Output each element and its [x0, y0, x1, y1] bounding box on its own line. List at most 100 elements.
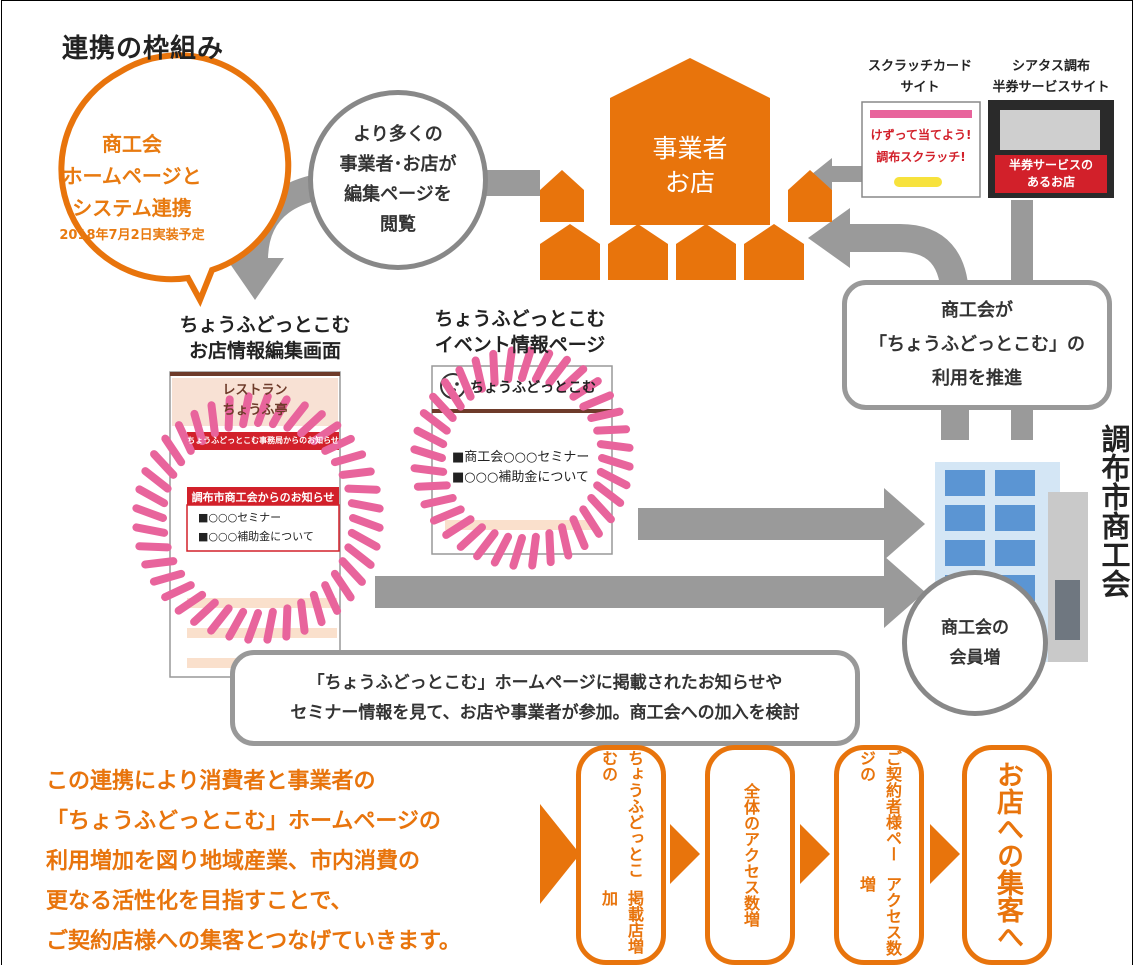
highlight-ring-dash	[579, 505, 603, 538]
edit-page-title2: お店情報編集画面	[188, 340, 341, 362]
highlight-ring-dash	[531, 349, 554, 384]
view-circle-line2: 事業者･お店が	[339, 154, 457, 175]
summary-line4: 更なる活性化を目指すことで、	[46, 889, 353, 914]
highlight-ring-dash	[593, 425, 631, 435]
edit-page-items: ■○○○セミナー ■○○○補助金について	[198, 508, 314, 546]
event-page-title2: イベント情報ページ	[434, 334, 606, 356]
flow-step-2: 全体のアクセス数増	[705, 745, 795, 965]
business-house-line1: 事業者	[652, 134, 728, 163]
highlight-ring-dash	[490, 532, 513, 567]
scratch-site-label1: スクラッチカード	[867, 59, 972, 74]
highlight-ring-dash	[518, 346, 535, 382]
highlight-ring-dash	[419, 409, 451, 435]
flow-step-4: お店への集客へ	[962, 745, 1052, 965]
flow-step-1-col2: 掲載店増加	[599, 890, 644, 954]
notice-bar: ちょうふどっとこむ事務局からのお知らせ	[187, 436, 339, 445]
half-price-label1: シアタス調布	[1011, 59, 1090, 74]
highlight-ring-dash	[135, 542, 172, 552]
view-circle: より多くの 事業者･お店が 編集ページを 閲覧	[308, 90, 488, 270]
highlight-ring-dash	[587, 407, 624, 422]
highlight-ring-dash	[297, 410, 326, 438]
event-page-item1: ■商工会○○○セミナー	[452, 450, 590, 465]
highlight-ring-dash	[190, 409, 207, 446]
summary-text: この連携により消費者と事業者の 「ちょうふどっとこむ」ホームページの 利用増加を…	[46, 762, 461, 962]
flow-step-1-col1: ちょうふどっとこむの	[599, 750, 644, 878]
highlight-ring-dash	[456, 523, 486, 551]
highlight-ring-dash	[347, 499, 384, 513]
info-box-line1: 「ちょうふどっとこむ」ホームページに掲載されたお知らせや	[307, 673, 783, 693]
scratch-site-label2: サイト	[900, 80, 940, 95]
info-box: 「ちょうふどっとこむ」ホームページに掲載されたお知らせや セミナー情報を見て、お…	[230, 650, 860, 746]
highlight-ring-edit	[132, 392, 384, 644]
edit-page-title1: ちょうふどっとこむ	[179, 314, 351, 336]
flow-step-4-label: お店への集客へ	[992, 760, 1023, 950]
view-circle-line1: より多くの	[353, 124, 443, 145]
highlight-ring-dash	[174, 590, 207, 615]
scratch-card-image	[861, 101, 981, 198]
highlight-ring-dash	[344, 484, 381, 494]
highlight-ring-dash	[579, 391, 615, 411]
half-price-label2: 半券サービスサイト	[992, 80, 1110, 95]
highlight-ring-dash	[569, 377, 602, 401]
highlight-ring-dash	[429, 505, 465, 525]
highlight-ring-dash	[161, 581, 195, 602]
highlight-ring-dash	[489, 349, 499, 387]
view-circle-line3: 編集ページを	[344, 184, 452, 205]
event-page-mock	[431, 365, 613, 555]
highlight-ring-dash	[338, 557, 366, 586]
promote-box-line3: 利用を推進	[932, 368, 1022, 389]
summary-line5: ご契約店様への集客とつなげていきます。	[46, 929, 461, 954]
highlight-ring-dash	[225, 607, 248, 641]
highlight-ring-dash	[441, 378, 465, 411]
half-price-image	[988, 100, 1114, 198]
highlight-ring-dash	[413, 481, 451, 491]
highlight-ring-dash	[596, 467, 631, 490]
event-logo-text: ちょうふどっとこむ	[470, 380, 596, 396]
arrow-head-edit-page	[226, 258, 284, 300]
event-page-items: ■商工会○○○セミナー ■○○○補助金について	[452, 448, 589, 488]
highlight-ring-dash	[190, 598, 219, 626]
speech-bubble: 商工会 ホームページと システム連携 2018年7月2日実装予定	[32, 128, 232, 248]
member-circle-line2: 会員増	[949, 648, 1001, 668]
highlight-ring-dash	[224, 395, 234, 432]
highlight-ring-dash	[596, 440, 634, 452]
arrow-head-houses	[808, 208, 850, 268]
shop-name: レストラン ちょうふ亭	[172, 381, 338, 421]
highlight-ring-dash	[330, 569, 355, 602]
half-price-site-label: シアタス調布 半券サービスサイト	[980, 56, 1122, 98]
highlight-ring-dash	[141, 467, 172, 493]
half-price-screen-line2: あるお店	[1026, 175, 1075, 189]
flow-step-2-label: 全体のアクセス数増	[741, 783, 760, 927]
summary-line3: 利用増加を図り地域産業、市内消費の	[46, 849, 421, 874]
highlight-ring-dash	[349, 514, 384, 532]
highlight-ring-dash	[420, 494, 457, 509]
shop-name-line2: ちょうふ亭	[222, 403, 288, 418]
member-circle: 商工会の 会員増	[902, 570, 1048, 716]
event-page-item2: ■○○○補助金について	[452, 470, 589, 485]
highlight-ring-dash	[558, 365, 588, 393]
scratch-card-text: けずって当てよう! 調布スクラッチ!	[864, 124, 978, 168]
highlight-ring-dash	[132, 504, 167, 522]
arrow-scratch-to-houses	[812, 158, 862, 190]
highlight-ring-dash	[509, 534, 526, 570]
flow-step-1: ちょうふどっとこむの 掲載店増加	[576, 745, 666, 965]
highlight-ring-dash	[207, 401, 219, 438]
highlight-ring-dash	[410, 464, 448, 476]
highlight-ring-dash	[558, 523, 573, 560]
highlight-ring-dash	[545, 529, 555, 567]
highlight-ring-dash	[473, 529, 499, 561]
highlight-ring-dash	[344, 543, 375, 569]
highlight-ring-dash	[132, 523, 169, 537]
highlight-ring-dash	[429, 392, 457, 422]
summary-line1: この連携により消費者と事業者の	[46, 769, 376, 794]
highlight-ring-dash	[263, 607, 277, 644]
speech-bubble-outline	[58, 52, 292, 308]
scratch-site-label: スクラッチカード サイト	[850, 56, 990, 98]
highlight-ring-dash	[321, 434, 355, 455]
highlight-ring-dash	[207, 604, 233, 635]
arrow-event-to-building	[638, 508, 888, 540]
highlight-ring-dash	[598, 454, 634, 471]
highlight-ring-event	[410, 346, 634, 570]
highlight-ring-dash	[410, 445, 446, 462]
highlight-ring-dash	[504, 346, 516, 384]
